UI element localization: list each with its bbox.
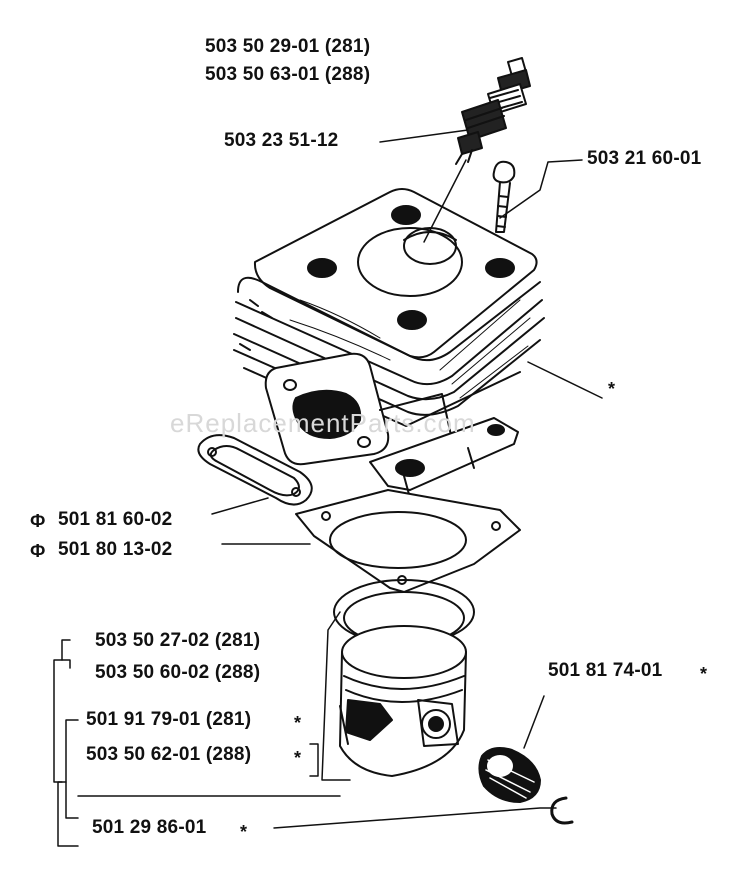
label-cylinder-mark: *	[608, 379, 616, 399]
label-piston-ring-281: 503 50 27-02 (281)	[95, 630, 261, 651]
watermark: eReplacementParts.com	[170, 408, 476, 438]
base-gasket	[295, 489, 521, 593]
cylinder	[233, 188, 545, 499]
leader-lines	[53, 129, 603, 847]
circlip	[550, 796, 574, 825]
label-circlip-mark: *	[240, 822, 248, 842]
label-piston-281-mark: *	[294, 713, 302, 733]
label-muffler-gasket: 501 81 60-02	[58, 509, 173, 530]
label-circlip: 501 29 86-01	[92, 817, 207, 838]
label-muffler-gasket-symbol: Ф	[30, 511, 46, 531]
label-spark-plug-288: 503 50 63-01 (288)	[205, 64, 371, 85]
spark-plug	[455, 57, 531, 165]
label-needle-bearing-mark: *	[700, 664, 708, 684]
needle-bearing	[478, 747, 541, 803]
label-spark-plug-281: 503 50 29-01 (281)	[205, 36, 371, 57]
piston	[339, 625, 467, 777]
label-needle-bearing: 501 81 74-01	[548, 660, 663, 681]
label-piston-288: 503 50 62-01 (288)	[86, 744, 252, 765]
cylinder-bolt	[492, 160, 516, 233]
label-piston-288-mark: *	[294, 748, 302, 768]
muffler-gasket	[197, 434, 313, 506]
label-cylinder-bolt: 503 21 60-01	[587, 148, 702, 169]
label-base-gasket-symbol: Ф	[30, 541, 46, 561]
label-piston-ring-288: 503 50 60-02 (288)	[95, 662, 261, 683]
label-piston-281: 501 91 79-01 (281)	[86, 709, 252, 730]
label-plug-cap: 503 23 51-12	[224, 130, 339, 151]
label-base-gasket: 501 80 13-02	[58, 539, 173, 560]
